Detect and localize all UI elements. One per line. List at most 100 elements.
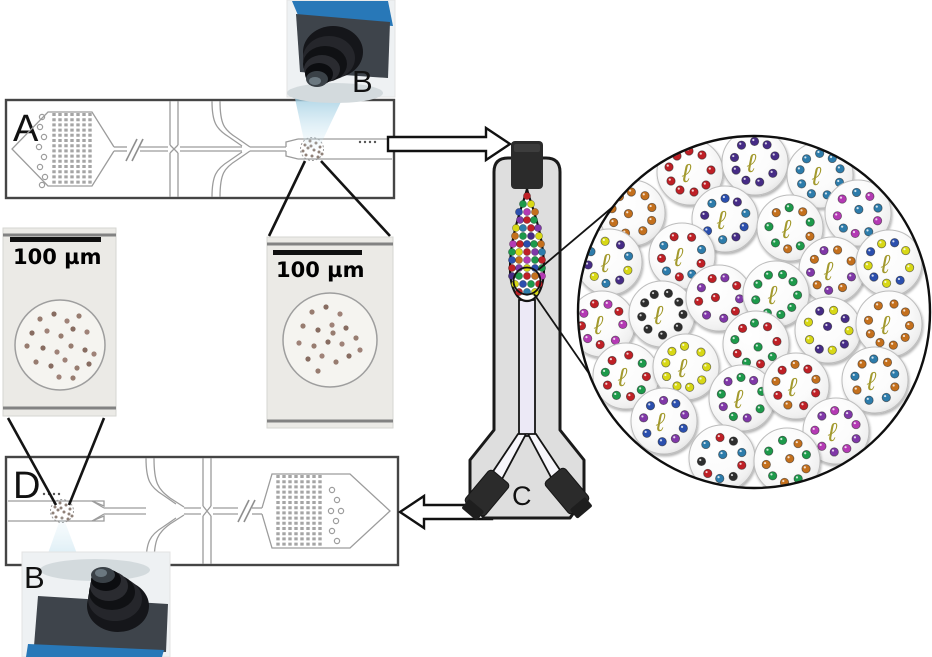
bead-highlight xyxy=(591,273,595,277)
bead xyxy=(720,193,730,204)
bead-highlight xyxy=(680,311,683,315)
scale-bar-middle xyxy=(273,250,362,255)
bead-highlight xyxy=(717,434,720,438)
bead-highlight xyxy=(722,195,726,199)
bead-highlight xyxy=(775,392,778,396)
bead-highlight xyxy=(737,296,740,299)
dna-strand: ℓ xyxy=(746,148,757,178)
callout-lines-a-to-micrograph xyxy=(267,160,391,237)
pellet-bead xyxy=(527,224,535,232)
bead-highlight xyxy=(854,387,857,390)
bead-highlight xyxy=(785,246,788,249)
bead-highlight xyxy=(868,331,871,334)
bead-highlight xyxy=(603,369,606,373)
bead xyxy=(610,335,621,345)
bead xyxy=(685,382,695,392)
micro-bead xyxy=(315,368,321,374)
lens-glass-highlight xyxy=(95,569,107,577)
emulsion-droplet xyxy=(688,424,756,487)
bead xyxy=(753,279,763,289)
bead-highlight xyxy=(682,412,685,415)
dna-strand: ℓ xyxy=(653,300,664,330)
bead xyxy=(659,240,669,251)
bead-highlight xyxy=(812,427,815,430)
pellet-bead xyxy=(508,264,516,272)
schematic-droplet-dot xyxy=(67,512,71,516)
bead-highlight xyxy=(841,225,844,228)
droplet-micrograph-left xyxy=(14,299,106,391)
bead xyxy=(718,401,728,412)
chip-a-outline xyxy=(4,98,396,200)
bead xyxy=(694,296,704,306)
callout-lines-micrograph-to-d xyxy=(6,417,106,506)
bead xyxy=(583,333,593,344)
camera-body-blue-bottom xyxy=(26,644,164,657)
dna-strand: ℓ xyxy=(880,310,891,340)
bead-highlight xyxy=(824,192,828,195)
y-junction xyxy=(211,100,251,198)
bead-highlight xyxy=(856,206,859,210)
bead xyxy=(678,423,688,433)
schematic-droplet-dot xyxy=(54,515,58,519)
bead-highlight xyxy=(640,228,643,231)
pellet-bead xyxy=(512,224,520,232)
bead-highlight xyxy=(785,402,788,405)
outlet-nozzle xyxy=(285,138,392,160)
pellet-bead xyxy=(508,256,516,264)
bead xyxy=(687,232,697,242)
bead-highlight xyxy=(799,181,802,184)
bead xyxy=(824,285,834,295)
bead xyxy=(770,238,781,248)
bead-highlight xyxy=(866,317,869,320)
bead xyxy=(815,306,825,316)
bead xyxy=(674,297,684,307)
micro-bead xyxy=(325,339,331,345)
bead-highlight xyxy=(837,179,840,183)
bead-highlight xyxy=(689,234,692,237)
pellet-bead xyxy=(515,208,523,216)
bead-highlight xyxy=(705,228,708,231)
bead xyxy=(696,244,707,255)
bead xyxy=(838,223,848,233)
filter-post-array-d xyxy=(276,475,322,547)
micro-bead xyxy=(329,322,335,328)
bead xyxy=(639,413,649,423)
bead-highlight xyxy=(617,194,620,197)
bead xyxy=(697,150,707,160)
bead xyxy=(647,215,657,226)
bead xyxy=(732,197,742,207)
bead-highlight xyxy=(773,240,776,243)
bead-highlight xyxy=(835,247,838,250)
bead-highlight xyxy=(786,205,790,208)
bead-highlight xyxy=(592,301,595,304)
schematic-droplet-dot xyxy=(56,508,60,512)
bead-highlight xyxy=(687,384,690,387)
bead-highlight xyxy=(739,142,742,145)
bead-highlight xyxy=(806,319,809,322)
bead xyxy=(731,232,741,242)
camera-photo-bottom: B xyxy=(21,551,171,657)
bead xyxy=(819,245,829,256)
bead xyxy=(641,371,651,382)
bead-highlight xyxy=(733,234,736,237)
main-channel xyxy=(114,146,286,152)
bead-highlight xyxy=(795,441,798,444)
bead-highlight xyxy=(673,401,676,404)
bead xyxy=(636,385,646,395)
bead xyxy=(670,434,681,444)
bead-highlight xyxy=(585,336,588,339)
bead xyxy=(873,203,883,213)
camera-photo-top: B xyxy=(286,0,396,103)
schematic-droplet-dot xyxy=(68,507,72,511)
bead-highlight xyxy=(642,193,645,196)
schematic-droplet-dot xyxy=(317,150,321,154)
bead-highlight xyxy=(782,479,785,483)
bead-highlight xyxy=(774,338,777,342)
bead xyxy=(803,317,814,327)
bead-highlight xyxy=(907,322,910,326)
bead xyxy=(600,236,610,246)
flow-tick-dot xyxy=(57,492,61,496)
pellet-bead xyxy=(538,256,546,264)
